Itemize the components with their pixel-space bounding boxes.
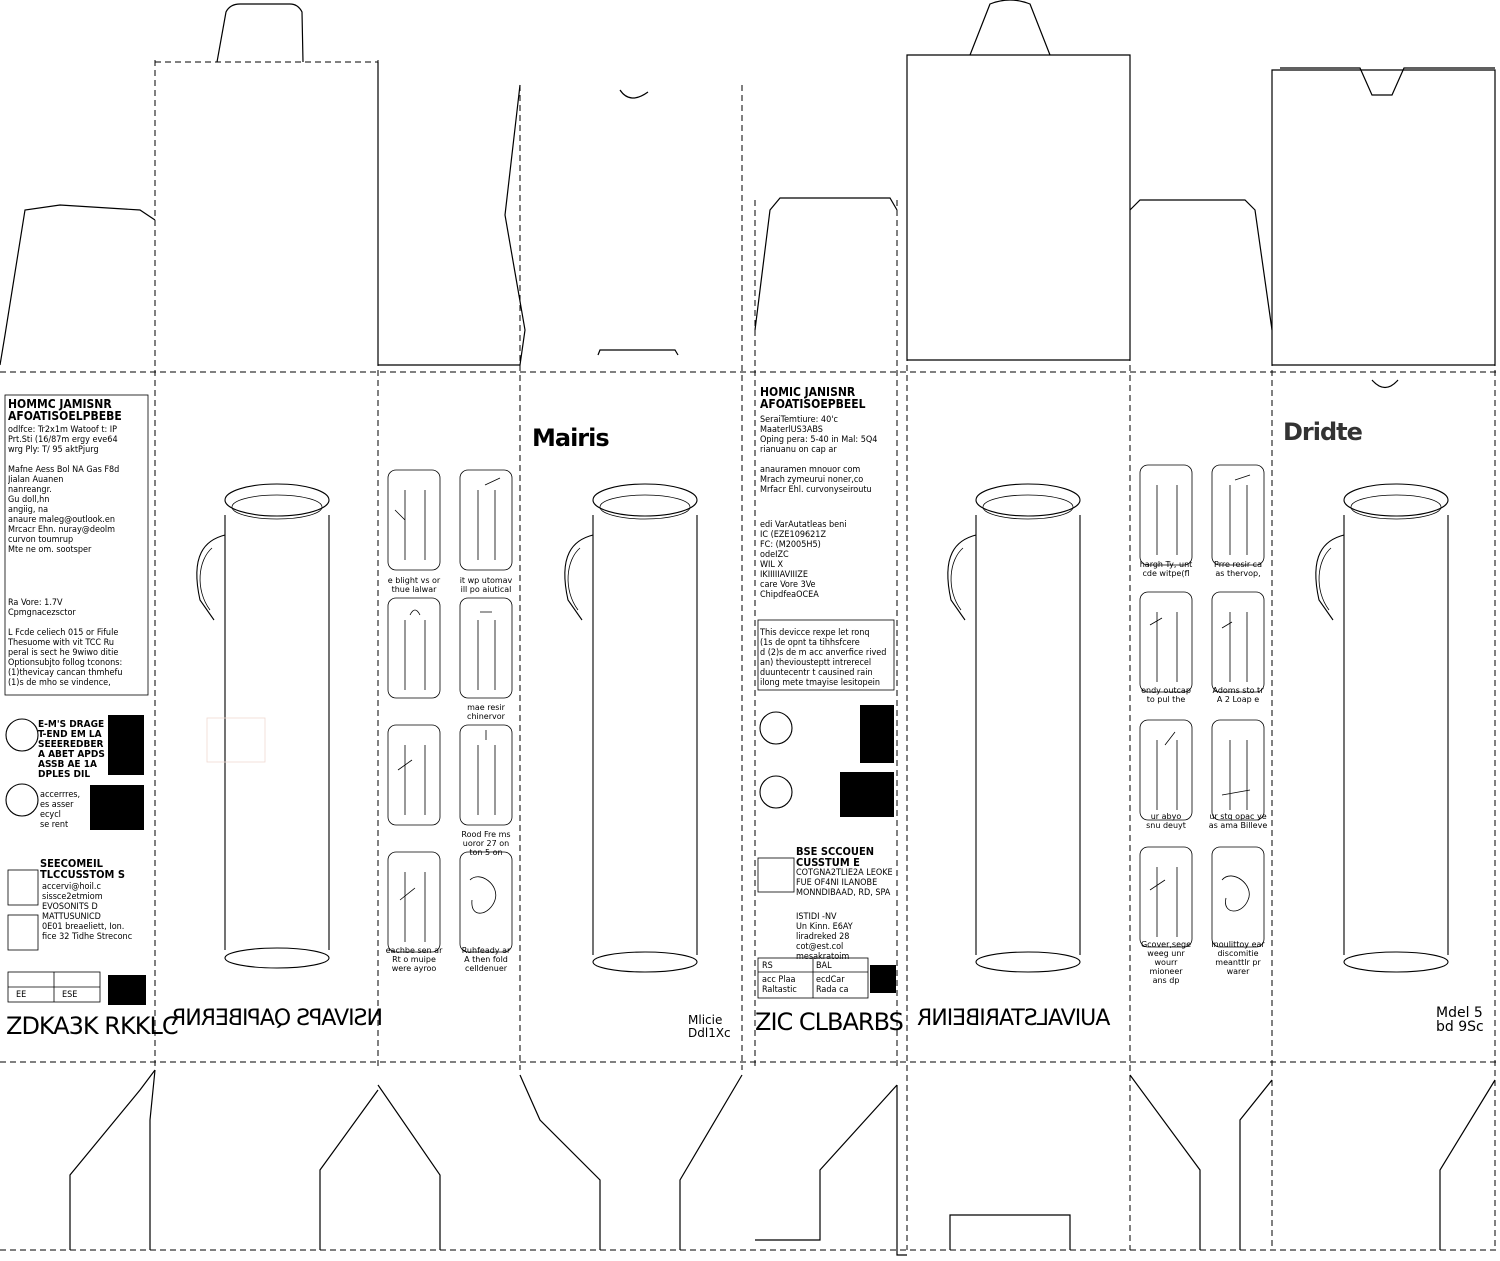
reflection-mark xyxy=(206,717,266,763)
step-caption-right-7: Gcover,sege weeg unr wourr mioneer ans d… xyxy=(1140,940,1192,985)
service-text-middle: COTGNA2TLIE2A LEOKE FUE OF4NI ILANOBE MO… xyxy=(796,868,893,898)
step-caption-left-1: e blight vs or thue lalwar xyxy=(387,576,441,594)
table-cell-middle-3: acc Plaa xyxy=(762,975,796,985)
service-title-middle: BSE SCCOUEN CUSSTUM E xyxy=(796,846,875,868)
step-caption-right-3: endy outcap to pul the xyxy=(1141,686,1191,704)
barcode-text-middle: ZIC CLBARBS xyxy=(755,1008,904,1036)
step-caption-left-7: eachbe sen ar Rt o muipe were ayroo xyxy=(385,946,443,973)
contact-left: Ra Vore: 1.7V Cpmgnacezsctor L Fcde celi… xyxy=(8,598,123,688)
bottle-illustration-center xyxy=(947,483,1081,973)
step-caption-left-6: Rood Fre ms uoror 27 on ton 5 on xyxy=(461,830,511,857)
table-cell-middle-5: Raltastic xyxy=(762,985,797,995)
step-caption-right-4: Adoms sto tr A 2 Loap e xyxy=(1212,686,1264,704)
table-cell-left-1: EE xyxy=(16,990,27,1000)
step-frames-right xyxy=(1139,464,1265,948)
table-cell-middle-1: RS xyxy=(762,961,773,971)
step-caption-right-6: ur stq opac ye as ama Billeve xyxy=(1208,812,1268,830)
model-text-right: Mdel 5 bd 9Sc xyxy=(1436,1005,1484,1035)
brand-name-front-left: Mairis xyxy=(532,424,610,452)
bottle-illustration-left xyxy=(196,483,330,969)
mirror-title-left: NSIVAPS QAPIBERNR xyxy=(172,1006,383,1031)
table-cell-middle-6: Rada ca xyxy=(816,985,849,995)
step-frames-left xyxy=(387,469,513,953)
step-caption-left-2: it wp utomav ill po aiutical xyxy=(459,576,513,594)
model-text-left: Mlicie Ddl1Xc xyxy=(688,1013,731,1040)
table-cell-middle-4: ecdCar xyxy=(816,975,845,985)
step-caption-right-2: Prre resir ca as thervop, xyxy=(1214,560,1262,578)
table-cell-middle-2: BAL xyxy=(816,961,832,971)
spec-list-middle: SeraiTemtiure: 40'c MaaterlUS3ABS Oping … xyxy=(760,415,878,495)
recycle-text-left: accerrres, es asser ecycl se rent xyxy=(40,790,81,830)
fold-lines xyxy=(0,55,1500,1250)
service-text-left: accervi@hoil.c sissce2etmiom EVOSONITS D… xyxy=(42,882,133,942)
spec-list-left: odlfce: Tr2x1m Watoof t: IP Prt.Sti (16/… xyxy=(8,425,120,555)
bottle-illustration-right xyxy=(1315,483,1449,973)
spec-title-middle: HOMIC JANISNR AFOATISOEPBEEL xyxy=(760,386,866,410)
bottom-flaps xyxy=(0,1069,1500,1256)
step-caption-right-5: ur abyo snu deuyt xyxy=(1146,812,1186,830)
step-caption-left-3: mae resir chinervor xyxy=(467,703,505,721)
step-caption-right-8: Inoulittoy ear discomitie meanttlr pr wa… xyxy=(1211,940,1265,976)
warning-block-left xyxy=(4,394,149,1005)
warning-block-middle xyxy=(757,619,896,999)
address-middle: ISTIDI -NV Un Kinn. E6AY liradreked 28 c… xyxy=(796,912,853,962)
step-caption-left-8: Ruhfeady ar A then fold celldenuer xyxy=(461,946,511,973)
step-caption-right-1: hargh Ty, unt cde witpe(fl xyxy=(1139,560,1193,578)
table-cell-left-2: ESE xyxy=(62,990,78,1000)
mirror-title-middle: AUIVALSTARIBEINR xyxy=(918,1006,1111,1031)
barcode-text-left: ZDKA3K RKKLC xyxy=(6,1012,179,1040)
top-flaps xyxy=(0,0,1496,389)
bottle-illustration-middle xyxy=(564,483,698,973)
warning-text-left: E-M'S DRAGE T-END EM LA SEEEREDBER A ABE… xyxy=(38,720,105,780)
fcc-middle: This devicce rexpe let ronq (1s de opnt … xyxy=(760,628,887,688)
brand-name-front-right: Dridte xyxy=(1283,418,1363,446)
spec-title-left: HOMMC JAMISNR AFOATISOELPBEBE xyxy=(8,398,122,422)
service-title-left: SEECOMEIL TLCCUSSTOM S xyxy=(40,858,125,880)
ids-middle: edi VarAutatleas beni IC (EZE109621Z FC:… xyxy=(760,520,847,600)
